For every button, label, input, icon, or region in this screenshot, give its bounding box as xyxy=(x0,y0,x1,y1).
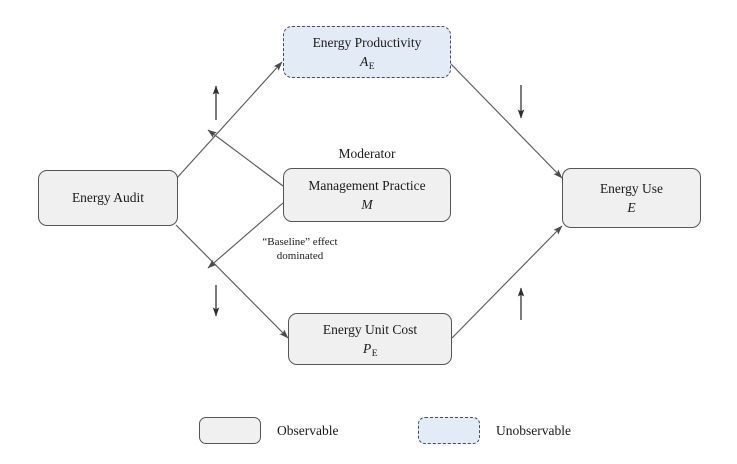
node-management-practice-title: Management Practice xyxy=(308,178,426,194)
legend-swatch-observable xyxy=(199,417,261,444)
legend-item-observable: Observable xyxy=(199,417,338,444)
legend-swatch-unobservable xyxy=(418,417,480,444)
edge-moderator-lower xyxy=(207,202,284,269)
node-energy-unit-cost-symbol: PE xyxy=(362,340,378,359)
edge-audit-to-cost xyxy=(175,224,289,339)
node-management-practice-symbol: M xyxy=(361,196,373,212)
node-energy-use-symbol: E xyxy=(627,199,636,215)
legend-item-unobservable: Unobservable xyxy=(418,417,571,444)
node-energy-unit-cost[interactable]: Energy Unit Cost PE xyxy=(288,313,452,365)
node-energy-audit[interactable]: Energy Audit xyxy=(38,170,178,226)
node-energy-productivity-title: Energy Productivity xyxy=(312,35,422,51)
edge-moderator-upper xyxy=(207,129,284,187)
node-energy-audit-title: Energy Audit xyxy=(71,190,145,206)
node-energy-unit-cost-title: Energy Unit Cost xyxy=(322,322,418,338)
legend-label-observable: Observable xyxy=(277,422,339,438)
node-energy-productivity-symbol: AE xyxy=(359,53,375,72)
edge-audit-to-productivity xyxy=(175,61,283,180)
edge-cost-to-use xyxy=(451,225,563,339)
node-energy-use-title: Energy Use xyxy=(599,181,664,197)
baseline-effect-annotation: “Baseline” effect dominated xyxy=(240,236,360,264)
node-energy-use[interactable]: Energy Use E xyxy=(562,168,701,228)
moderator-label: Moderator xyxy=(338,146,396,161)
node-management-practice[interactable]: Management Practice M xyxy=(283,168,451,222)
legend-label-unobservable: Unobservable xyxy=(496,422,571,438)
node-energy-productivity[interactable]: Energy Productivity AE xyxy=(283,26,451,78)
edge-productivity-to-use xyxy=(448,61,563,179)
baseline-effect-line-1: “Baseline” effect xyxy=(262,236,338,248)
baseline-effect-line-2: dominated xyxy=(276,249,324,262)
